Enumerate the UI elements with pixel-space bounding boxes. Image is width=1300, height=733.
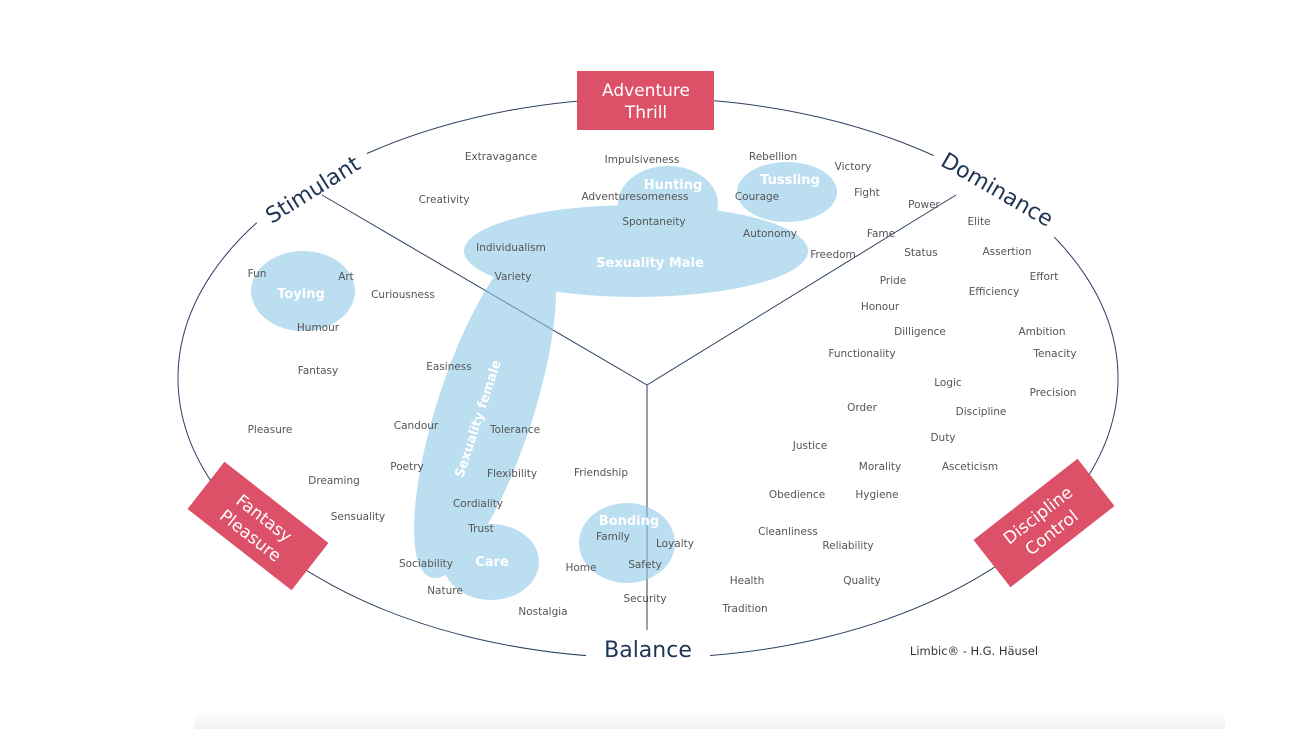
word-status: Status: [904, 247, 937, 259]
word-nostalgia: Nostalgia: [518, 606, 567, 618]
word-hygiene: Hygiene: [855, 489, 898, 501]
word-dreaming: Dreaming: [308, 475, 360, 487]
word-ambition: Ambition: [1018, 326, 1065, 338]
value-words: Extravagance Impulsiveness Rebellion Vic…: [248, 151, 1077, 618]
word-quality: Quality: [843, 575, 881, 587]
toying-bubble: [251, 251, 355, 331]
word-loyalty: Loyalty: [656, 538, 694, 550]
stimulant-gap: [236, 121, 390, 259]
bonding-bubble: [579, 503, 675, 583]
word-variety: Variety: [495, 271, 532, 283]
word-discipline: Discipline: [956, 406, 1007, 418]
tussling-label: Tussling: [760, 173, 820, 188]
balance-gap: [586, 630, 710, 670]
word-justice: Justice: [792, 440, 828, 452]
word-victory: Victory: [835, 161, 872, 173]
word-fun: Fun: [248, 268, 267, 280]
word-cleanliness: Cleanliness: [758, 526, 818, 538]
sexuality-female-bubble: [413, 241, 557, 579]
word-sociability: Sociability: [399, 558, 453, 570]
word-poetry: Poetry: [390, 461, 424, 473]
word-power: Power: [908, 199, 940, 211]
word-flexibility: Flexibility: [487, 468, 537, 480]
word-order: Order: [847, 402, 878, 414]
word-effort: Effort: [1030, 271, 1059, 283]
word-spontaneity: Spontaneity: [622, 216, 685, 228]
word-home: Home: [565, 562, 596, 574]
word-curiousness: Curiousness: [371, 289, 435, 301]
word-nature: Nature: [427, 585, 463, 597]
word-pleasure: Pleasure: [248, 424, 293, 436]
word-easiness: Easiness: [426, 361, 472, 373]
word-extravagance: Extravagance: [465, 151, 537, 163]
hunting-bubble: [618, 166, 718, 242]
adventure-thrill-line2: Thrill: [624, 103, 667, 123]
word-obedience: Obedience: [769, 489, 825, 501]
word-pride: Pride: [880, 275, 907, 287]
word-duty: Duty: [930, 432, 955, 444]
word-precision: Precision: [1030, 387, 1077, 399]
word-security: Security: [623, 593, 666, 605]
word-efficiency: Efficiency: [969, 286, 1020, 298]
word-asceticism: Asceticism: [942, 461, 998, 473]
word-fame: Fame: [867, 228, 895, 240]
balance-label: Balance: [604, 638, 692, 663]
bonding-label: Bonding: [599, 514, 659, 529]
word-tenacity: Tenacity: [1032, 348, 1076, 360]
word-elite: Elite: [967, 216, 990, 228]
word-humour: Humour: [297, 322, 340, 334]
word-impulsiveness: Impulsiveness: [605, 154, 680, 166]
word-adventuresomeness: Adventuresomeness: [582, 191, 689, 203]
word-dilligence: Dilligence: [894, 326, 946, 338]
word-reliability: Reliability: [822, 540, 873, 552]
word-logic: Logic: [934, 377, 962, 389]
discipline-control-box: Discipline Control: [973, 458, 1115, 588]
word-candour: Candour: [394, 420, 439, 432]
word-autonomy: Autonomy: [743, 228, 797, 240]
credit-label: Limbic® - H.G. Häusel: [910, 644, 1038, 658]
tussling-bubble: [737, 162, 837, 222]
word-safety: Safety: [628, 559, 662, 571]
word-trust: Trust: [467, 523, 493, 535]
word-cordiality: Cordiality: [453, 498, 503, 510]
care-label: Care: [475, 555, 509, 570]
bottom-shadow-bar: [195, 712, 1225, 729]
word-fantasy: Fantasy: [298, 365, 338, 377]
word-art: Art: [338, 271, 354, 283]
word-assertion: Assertion: [982, 246, 1031, 258]
word-sensuality: Sensuality: [331, 511, 386, 523]
word-tolerance: Tolerance: [489, 424, 540, 436]
word-freedom: Freedom: [810, 249, 856, 261]
word-individualism: Individualism: [476, 242, 546, 254]
toying-label: Toying: [277, 287, 325, 302]
word-family: Family: [596, 531, 630, 543]
word-morality: Morality: [859, 461, 901, 473]
word-honour: Honour: [861, 301, 900, 313]
fantasy-pleasure-box: Fantasy Pleasure: [187, 461, 329, 591]
adventure-thrill-line1: Adventure: [602, 81, 690, 101]
divider-left: [321, 194, 648, 386]
divider-right: [646, 194, 957, 386]
word-friendship: Friendship: [574, 467, 628, 479]
adventure-thrill-box: Adventure Thrill: [577, 71, 714, 130]
hunting-label: Hunting: [644, 178, 703, 193]
word-rebellion: Rebellion: [749, 151, 797, 163]
dominance-gap: [914, 119, 1081, 262]
word-creativity: Creativity: [419, 194, 470, 206]
sexuality-male-label: Sexuality Male: [596, 256, 704, 271]
word-health: Health: [730, 575, 764, 587]
word-tradition: Tradition: [721, 603, 767, 615]
word-fight: Fight: [854, 187, 880, 199]
care-bubble: [443, 524, 539, 600]
word-courage: Courage: [735, 191, 779, 203]
word-functionality: Functionality: [828, 348, 895, 360]
